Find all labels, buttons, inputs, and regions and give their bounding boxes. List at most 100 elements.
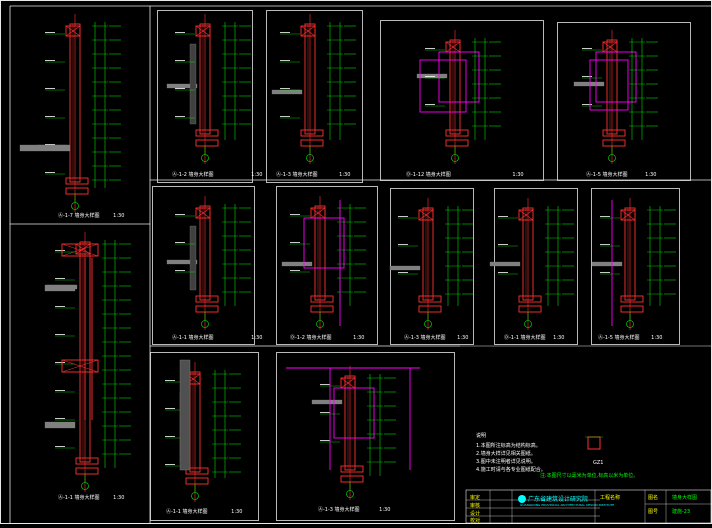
wall-outline [438,51,480,103]
detail-caption-d9: Ⓐ-1-3 墙身大样图 1:30 [404,334,468,341]
column-outline [422,207,434,301]
floor-slab [416,73,448,79]
axis-bubble [306,154,314,162]
wall-hatch [189,43,197,125]
ledge-outline [602,139,626,147]
detail-title: Ⓐ-1-5 墙身大样图 [586,172,628,178]
column-section-icon [587,436,601,450]
axis-bubble [316,320,324,328]
ledge-outline [75,457,99,465]
detail-title: Ⓐ-1-1 墙身大样图 [58,495,100,501]
detail-panel-frame [494,188,578,345]
ledge-outline [185,477,209,485]
notes-footnote: 注:本图尺寸以毫米为单位,标高以米为单位。 [540,473,639,479]
ledge-outline [340,465,364,473]
beam-outline [620,209,636,221]
detail-scale: 1:30 [251,172,263,178]
beam-cross [620,209,636,221]
detail-scale: 1:30 [113,495,125,501]
beam-outline [61,359,99,373]
beam-cross [518,209,534,221]
column-outline [624,207,636,301]
detail-title: Ⓐ-1-3 墙身大样图 [318,507,360,513]
column-outline [449,39,461,135]
floor-slab [591,261,623,267]
title-block-row-1: 审定 [470,495,481,501]
notes-line-1: 1.本图所注标高为结构标高。 [476,443,541,449]
floor-slab [489,261,521,267]
detail-scale: 1:30 [553,335,565,341]
column-outline [199,205,211,301]
axis-bubble [524,320,532,328]
beam-cross [310,207,326,219]
ledge-outline [195,305,219,313]
detail-panel-frame [150,352,259,521]
notes-line-3: 3.图中未注明者详见说明。 [476,459,536,465]
title-block-company: 广东省建筑设计研究院 [528,496,589,503]
detail-panel-frame [380,20,544,181]
beam-outline [300,25,316,37]
wall-outline [419,59,467,113]
ledge-outline [185,467,209,475]
title-block-row-3: 设计 [470,511,481,517]
beam-cross [65,25,81,37]
beam-outline [65,25,81,37]
ledge-outline [518,295,542,303]
column-outline [69,23,81,183]
beam-outline [418,209,434,221]
ledge-outline [310,305,334,313]
column-outline [314,205,326,301]
column-outline [606,39,618,135]
detail-panel-frame [152,186,255,345]
detail-caption-d6: Ⓐ-1-1 墙身大样图 1:30 [172,334,262,341]
title-block-project-label: 工程名称 [600,495,621,501]
wall-outline [303,217,345,269]
legend-column-label: GZ1 [593,460,604,466]
beam-cross [418,209,434,221]
detail-scale: 1:30 [379,507,391,513]
ledge-outline [195,295,219,303]
ledge-outline [65,177,89,185]
detail-panel-frame [157,10,253,183]
detail-panel-frame [276,186,378,345]
wall-outline [595,51,637,103]
ledge-outline [195,129,219,137]
floor-slab [166,83,198,89]
floor-slab [281,261,313,267]
detail-title: Ⓐ-1-2 墙身大样图 [172,172,214,178]
detail-scale: 1:30 [231,509,243,515]
detail-title: Ⓐ-1-3 墙身大样图 [276,172,318,178]
floor-slab [311,399,343,405]
ledge-outline [195,139,219,147]
axis-bubble [201,320,209,328]
detail-title: Ⓓ-1-1 墙身大样图 [504,335,546,341]
detail-caption-d7: Ⓐ-1-1 墙身大样图 1:30 [58,494,124,501]
detail-scale: 1:30 [645,172,657,178]
notes-heading: 说明 [476,433,487,439]
notes-line-2: 2.墙身大样详见相关图纸。 [476,451,536,457]
beam-outline [195,25,211,37]
detail-scale: 1:30 [457,335,469,341]
title-block-number-label: 图号 [648,509,659,515]
detail-title: Ⓓ-1-2 墙身大样图 [290,335,332,341]
detail-caption-d2: Ⓐ-1-2 墙身大样图 1:30 [172,171,262,178]
detail-title: Ⓐ-1-1 墙身大样图 [166,509,208,515]
axis-bubble [626,320,634,328]
title-block-drawing-label: 图名 [648,495,659,501]
wall-hatch [189,225,197,291]
detail-caption-d13: Ⓐ-1-3 墙身大样图 1:30 [318,506,390,513]
beam-cross [300,25,316,37]
beam-cross [195,207,211,219]
detail-panel-frame [276,352,455,521]
title-block-company-en: GUANGDONG PROVINCIAL ARCHITECTURAL DESIG… [520,503,615,507]
floor-slab [44,284,76,292]
ledge-outline [620,295,644,303]
detail-caption-d10: Ⓓ-1-1 墙身大样图 1:30 [504,334,564,341]
beam-cross [195,25,211,37]
title-block-drawing-name: 墙身大样图 [672,495,698,501]
detail-title: Ⓐ-1-1 墙身大样图 [172,335,214,341]
column-outline [522,207,534,301]
axis-bubble [451,154,459,162]
ledge-outline [602,129,626,137]
